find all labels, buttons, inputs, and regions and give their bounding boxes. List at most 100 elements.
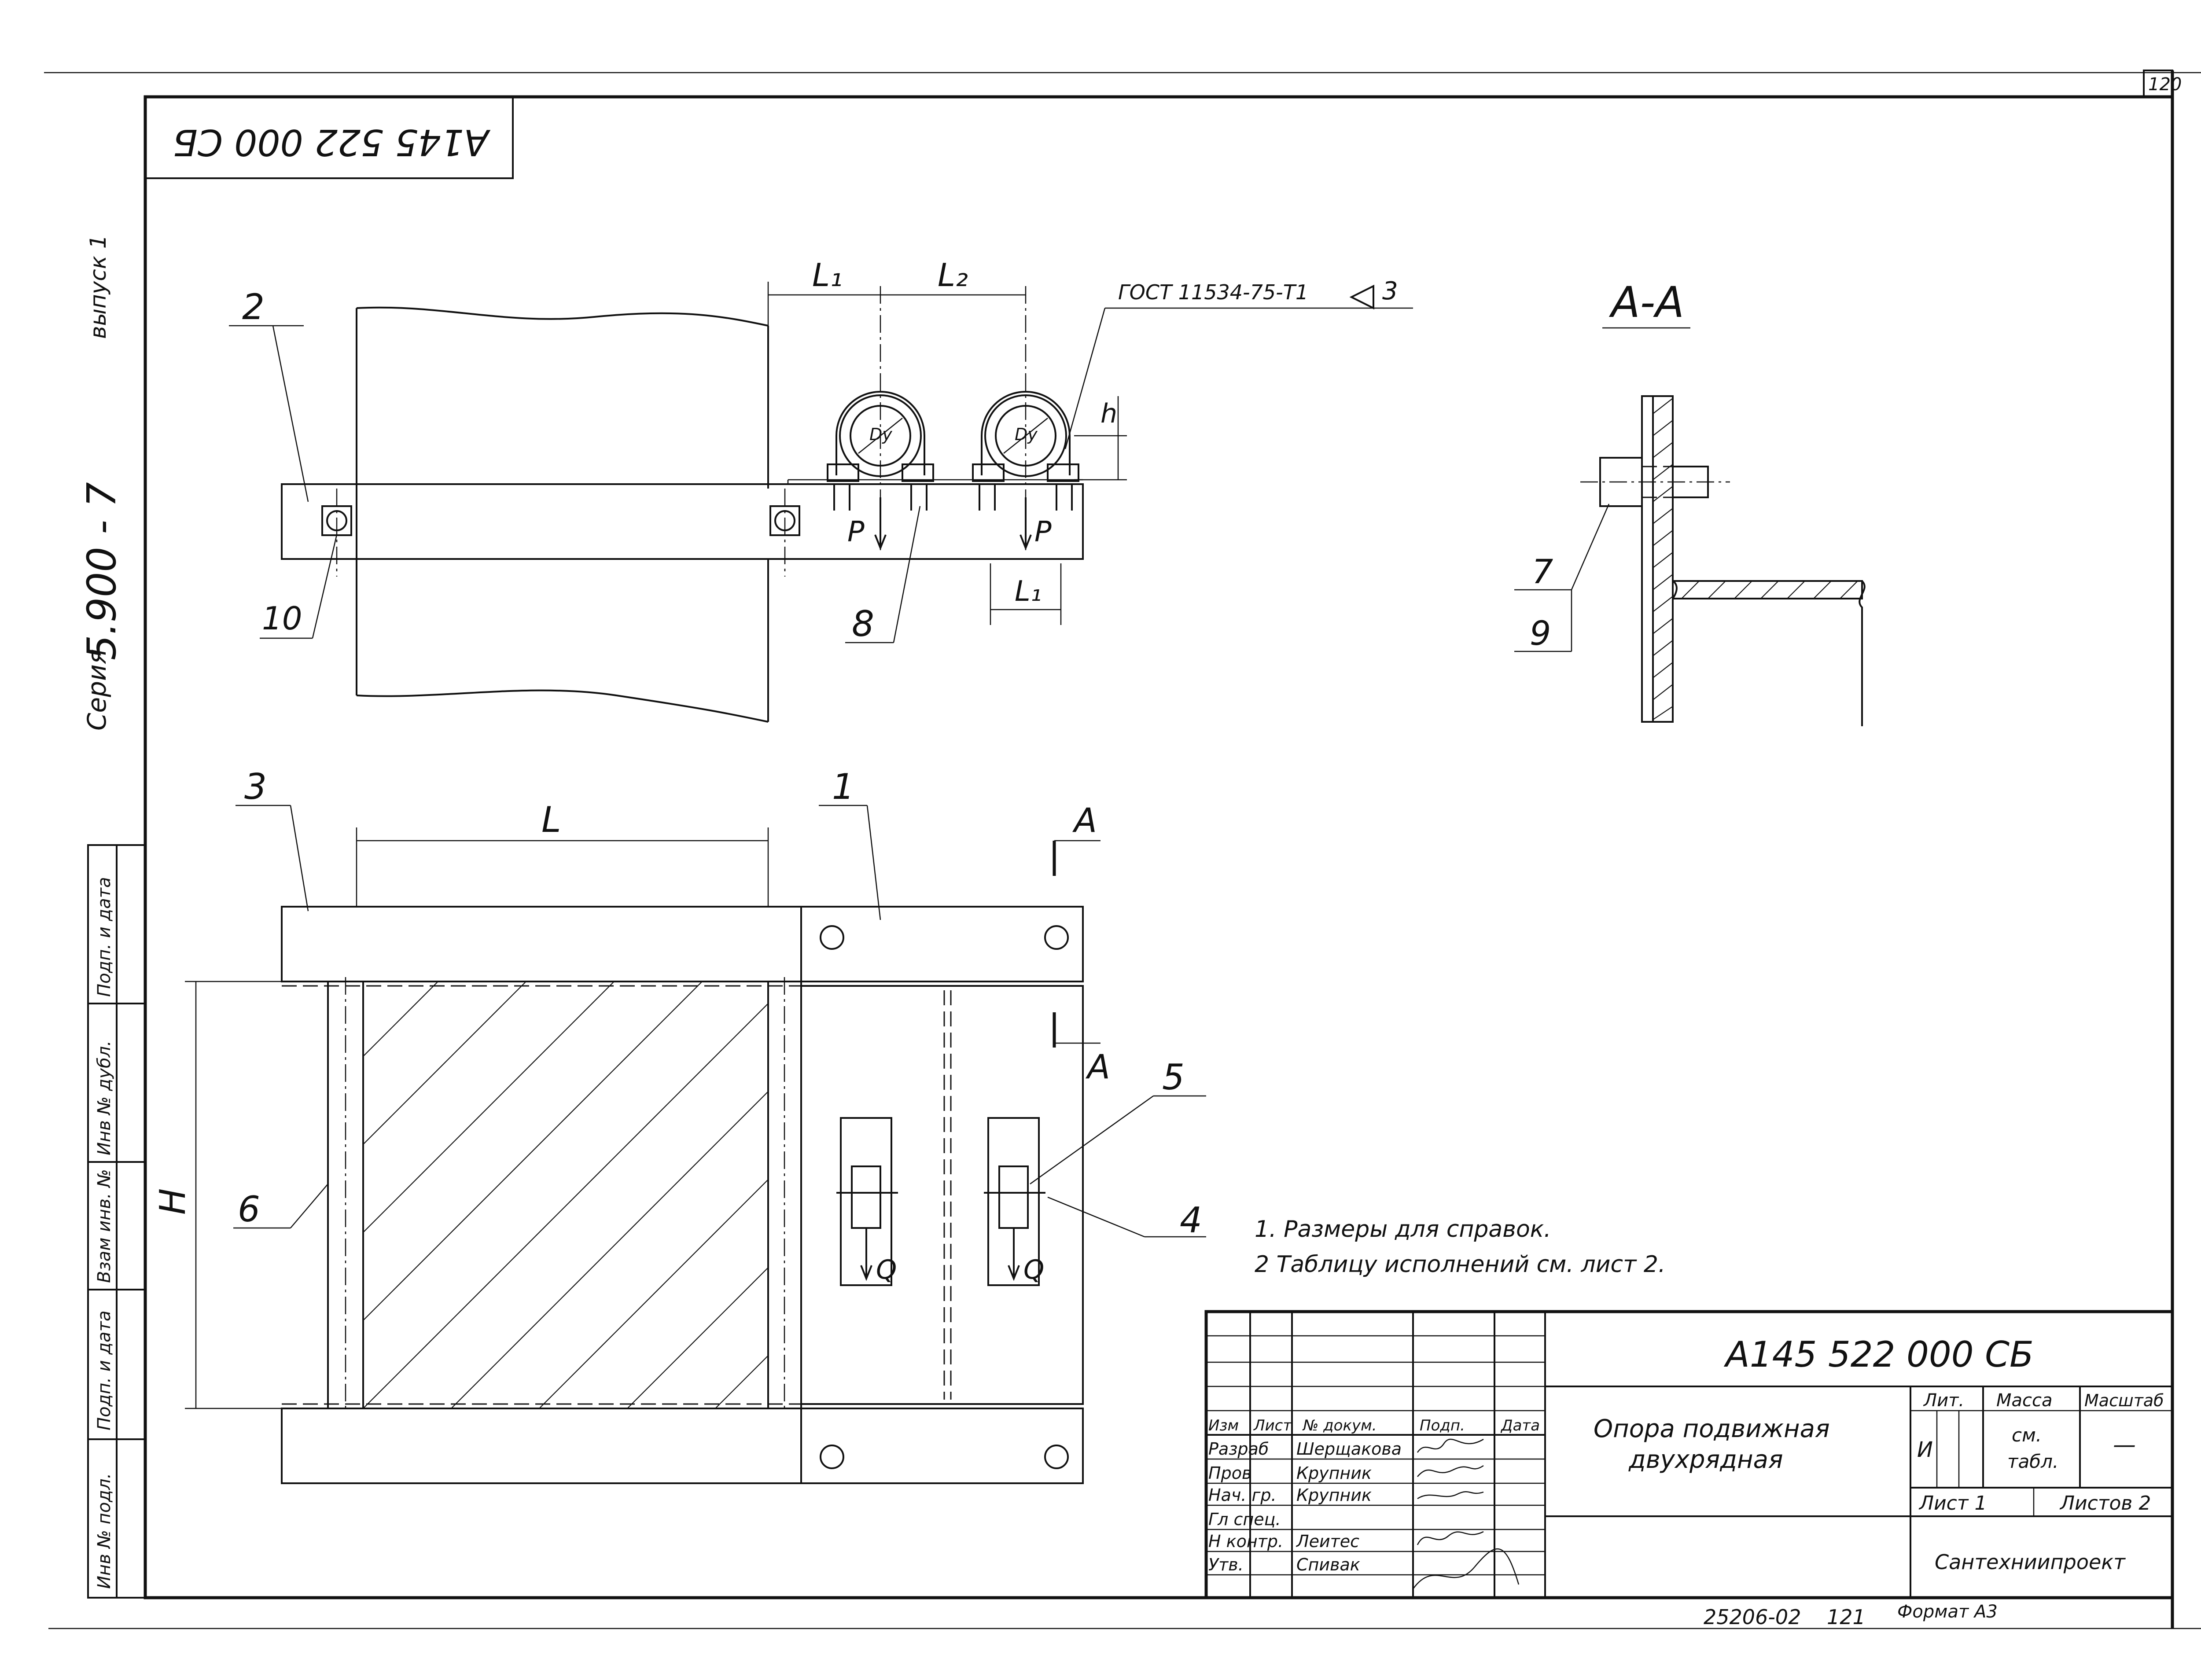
series-value: 5.900 - 7	[79, 482, 125, 660]
tb-role-prov: Пров	[1208, 1463, 1251, 1483]
tb-col-izm: Изм	[1208, 1417, 1239, 1434]
left-label-vzam-inv: Взам инв. №	[94, 1169, 114, 1283]
dim-label-l1: L₁	[812, 257, 843, 294]
callout-leader	[290, 805, 309, 912]
title-line1: Опора подвижная	[1594, 1415, 1830, 1443]
callout-4: 4	[1180, 1200, 1202, 1241]
signature-prov	[1417, 1465, 1484, 1477]
gost-leader	[1064, 308, 1106, 449]
front-clamp-2-pipe	[998, 1165, 1029, 1229]
callout-1: 1	[832, 766, 854, 807]
tb-scale-label: Масштаб	[2084, 1391, 2164, 1410]
tb-lit-value: И	[1917, 1437, 1933, 1462]
callout-leader	[1047, 1196, 1145, 1238]
tb-name-utv: Спивак	[1296, 1555, 1360, 1574]
dim-label-h: h	[1100, 398, 1117, 429]
load-label-q2: Q	[1023, 1254, 1044, 1285]
tb-col-sign: Подп.	[1420, 1417, 1465, 1434]
load-label-p2: P	[1034, 516, 1052, 548]
pipe-1-clamp-nut-right	[902, 463, 934, 482]
front-nut	[820, 925, 844, 950]
signature-nach	[1417, 1491, 1484, 1500]
series-label: Серия	[82, 649, 112, 731]
tb-lit-label: Лит.	[1923, 1390, 1964, 1411]
tb-scale-value: —	[2113, 1432, 2136, 1458]
tb-name-prov: Крупник	[1296, 1463, 1372, 1483]
front-top-beam	[281, 906, 1084, 982]
callout-7: 7	[1532, 552, 1553, 591]
left-label-inv-podl: Инв № подл.	[94, 1473, 114, 1589]
front-clamp-1-pipe	[851, 1165, 881, 1229]
tb-col-date: Дата	[1500, 1417, 1540, 1434]
section-web	[1652, 395, 1674, 723]
dim-label-L: L	[541, 799, 561, 840]
callout-leader	[290, 1184, 328, 1228]
pipe-1-clamp	[835, 391, 925, 475]
gost-note: ГОСТ 11534-75-Т1	[1118, 280, 1308, 304]
tb-mass-label: Масса	[1996, 1390, 2053, 1411]
tb-role-nach: Нач. гр.	[1208, 1485, 1277, 1505]
top-view: Dу Dу P P L₁ L₂ h	[229, 257, 1413, 723]
callout-3: 3	[244, 766, 267, 807]
callout-10: 10	[262, 600, 302, 637]
stamp-box	[144, 96, 514, 179]
load-arrow-p1-head	[874, 534, 887, 551]
pipe-1-clamp-nut-left	[827, 463, 859, 482]
doc-code: А145 522 000 СБ	[1723, 1334, 2034, 1375]
section-duct-hatch	[1681, 581, 1858, 599]
pipe-2-clamp-nut-left	[972, 463, 1005, 482]
front-nut	[820, 1445, 844, 1469]
title-block-frame	[1204, 1310, 2174, 1599]
load-arrow-p2-head	[1020, 534, 1032, 551]
section-title: А-А	[1608, 278, 1684, 327]
footer-copy-number: 121	[1827, 1605, 1866, 1629]
callout-leader	[866, 805, 881, 920]
callout-8: 8	[852, 603, 874, 644]
load-arrow-q2-head	[1008, 1265, 1020, 1281]
front-clamp-1	[840, 1117, 892, 1286]
tb-mass-value-1: см.	[2012, 1424, 2042, 1446]
section-break	[1859, 580, 1866, 726]
duct-top-break	[356, 306, 769, 327]
issue-label: выпуск 1	[85, 235, 111, 339]
stamp-code-mirrored: А145 522 000 СБ	[173, 121, 491, 163]
load-label-p1: P	[847, 516, 865, 548]
left-label-inv-dubl: Инв № дубл.	[94, 1040, 114, 1155]
weld-size: 3	[1382, 277, 1398, 305]
callout-leader	[312, 534, 338, 639]
callout-leader	[1030, 1095, 1154, 1185]
tb-name-razrab: Шерщакова	[1296, 1439, 1402, 1459]
footer-format: Формат А3	[1897, 1602, 1998, 1622]
callout-2: 2	[242, 287, 265, 327]
tb-organization: Сантехниипроект	[1935, 1550, 2126, 1574]
front-bottom-beam	[281, 1408, 1084, 1484]
section-a-a: А-А	[1514, 278, 1866, 726]
duct-hatch	[363, 981, 769, 1409]
tb-mass-value-2: табл.	[2007, 1451, 2058, 1472]
section-flange	[1641, 395, 1654, 723]
section-mark-bottom: А	[1085, 1047, 1110, 1086]
load-arrow-q1-head	[860, 1265, 872, 1281]
duct-bottom-break	[356, 689, 769, 723]
title-line2: двухрядная	[1628, 1445, 1783, 1474]
callout-5: 5	[1162, 1057, 1185, 1098]
load-label-q1: Q	[876, 1254, 897, 1285]
front-nut	[1044, 925, 1069, 950]
tb-sheets: Листов 2	[2059, 1492, 2151, 1515]
note-2: 2 Таблицу исполнений см. лист 2.	[1255, 1251, 1666, 1278]
dim-label-l2: L₂	[938, 257, 968, 294]
pipe-2-clamp-nut-right	[1047, 463, 1079, 482]
signature-utv	[1412, 1548, 1520, 1589]
tb-name-nkontr: Леитес	[1296, 1532, 1359, 1551]
callout-6: 6	[238, 1189, 260, 1230]
callout-leader	[272, 325, 309, 502]
section-duct-wall	[1672, 580, 1863, 599]
tb-col-list: Лист	[1253, 1417, 1292, 1434]
front-clamp-2	[987, 1117, 1040, 1286]
page-number: 120	[2148, 74, 2182, 95]
front-plate-body	[800, 985, 1084, 1405]
left-label-podp-data-2: Подп. и дата	[94, 877, 114, 997]
page-number-box	[2143, 70, 2173, 98]
